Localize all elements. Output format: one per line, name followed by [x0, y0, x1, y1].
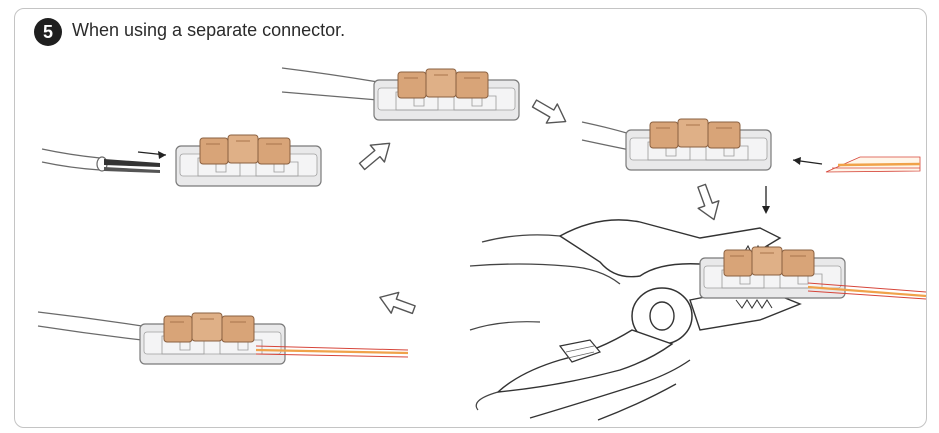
step-number-badge: 5: [34, 18, 62, 46]
hollow-arrow-icon: [528, 93, 572, 132]
hollow-arrow-icon: [354, 134, 398, 176]
solid-arrow-icon: [762, 186, 770, 214]
solid-arrow-icon: [137, 151, 167, 159]
cable-illustration: [37, 311, 143, 341]
cable-illustration: [581, 121, 631, 151]
cable-illustration: [281, 67, 379, 101]
step-title: When using a separate connector.: [72, 20, 346, 40]
hollow-arrow-icon: [690, 181, 726, 225]
pliers-illustration: [469, 219, 802, 421]
led-strip-illustration: [255, 345, 409, 358]
connector-illustration: [373, 68, 520, 121]
connector-illustration: [175, 134, 322, 187]
cable-illustration: [41, 148, 160, 173]
hollow-arrow-icon: [375, 286, 419, 321]
led-strip-illustration: [825, 156, 921, 173]
connector-illustration: [625, 118, 772, 171]
connector-illustration: [139, 312, 286, 365]
led-strip-illustration: [807, 282, 927, 300]
solid-arrow-icon: [792, 157, 823, 165]
